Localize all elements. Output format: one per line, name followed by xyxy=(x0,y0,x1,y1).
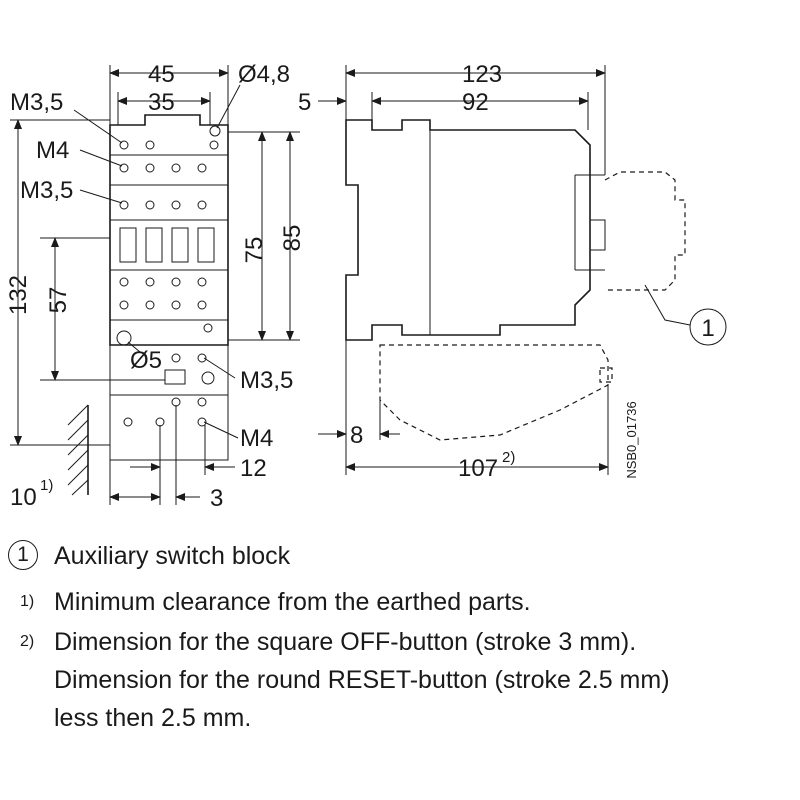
note-text-2-line-1: Dimension for the square OFF-button (str… xyxy=(54,628,637,656)
front-offset-3: 3 xyxy=(210,485,223,512)
front-height-85: 85 xyxy=(279,225,306,252)
front-hole-top: Ø4,8 xyxy=(238,61,290,88)
note-marker-1: 1) xyxy=(20,593,35,610)
note-marker-2: 2) xyxy=(20,633,35,650)
note-text-2-line-3: less then 2.5 mm. xyxy=(54,704,252,732)
front-height-132: 132 xyxy=(5,275,32,315)
screw-label-m4-bottom: M4 xyxy=(240,425,273,452)
terminal-row-top xyxy=(110,140,228,210)
contact-slots xyxy=(110,219,228,271)
side-offset-5: 5 xyxy=(298,89,311,116)
front-hole-bottom: Ø5 xyxy=(130,347,162,374)
front-offset-12: 12 xyxy=(240,455,267,482)
legend-marker-1: 1 xyxy=(8,540,38,570)
drawing-code: NSB0_01736 xyxy=(624,401,639,478)
side-offset-8: 8 xyxy=(350,422,363,449)
front-height-57: 57 xyxy=(45,287,72,314)
screw-label-m35-top: M3,5 xyxy=(10,89,63,116)
screw-label-m35-mid: M3,5 xyxy=(20,177,73,204)
front-clearance: 10 xyxy=(10,484,37,511)
legend-text-1: Auxiliary switch block xyxy=(54,542,291,570)
dimension-drawing: 45 Ø4,8 35 M3,5 M4 M3,5 75 85 132 57 Ø5 … xyxy=(5,61,727,512)
front-clearance-note: 1) xyxy=(40,477,53,494)
earthed-wall-hatching xyxy=(67,404,89,496)
note-text-1: Minimum clearance from the earthed parts… xyxy=(54,588,531,616)
front-width-total: 45 xyxy=(148,61,175,88)
front-view: 45 Ø4,8 35 M3,5 M4 M3,5 75 85 132 57 Ø5 … xyxy=(5,61,306,512)
front-width-inner: 35 xyxy=(148,89,175,116)
side-depth-note: 2) xyxy=(502,449,515,466)
side-depth-107: 107 xyxy=(458,455,498,482)
front-height-75: 75 xyxy=(241,237,268,264)
side-width-body: 92 xyxy=(462,89,489,116)
note-text-2-line-2: Dimension for the round RESET-button (st… xyxy=(54,666,670,694)
side-width-total: 123 xyxy=(462,61,502,88)
side-view: 123 92 5 8 107 2) 1 NSB0_01736 xyxy=(298,61,727,482)
screw-label-m4-top: M4 xyxy=(36,137,69,164)
terminal-row-bottom xyxy=(110,277,228,333)
callout-number: 1 xyxy=(701,315,714,342)
screw-label-m35-bottom: M3,5 xyxy=(240,367,293,394)
